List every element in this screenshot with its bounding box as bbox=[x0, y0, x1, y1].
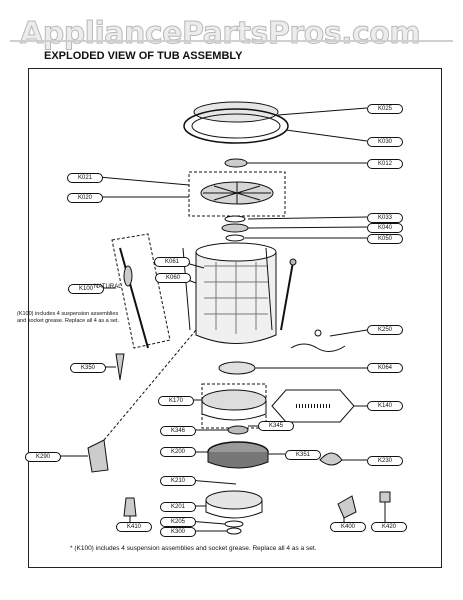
part-label-k030: K030 bbox=[367, 137, 403, 147]
part-label-k040: K040 bbox=[367, 223, 403, 233]
part-label-k230: K230 bbox=[367, 456, 403, 466]
side-note: (K100) includes 4 suspension assemblies … bbox=[17, 311, 120, 324]
part-label-k020: K020 bbox=[67, 193, 103, 203]
part-label-k140: K140 bbox=[367, 401, 403, 411]
part-label-k200: K200 bbox=[160, 447, 196, 457]
part-label-k170: K170 bbox=[158, 396, 194, 406]
part-label-k345: K345 bbox=[258, 421, 294, 431]
diagram-title: EXPLODED VIEW OF TUB ASSEMBLY bbox=[44, 50, 243, 62]
part-label-k250: K250 bbox=[367, 325, 403, 335]
natural-label: NATURAL bbox=[94, 284, 122, 290]
part-label-k205: K205 bbox=[160, 517, 196, 527]
part-label-k346: K346 bbox=[160, 426, 196, 436]
footer-note: * (K100) includes 4 suspension assemblie… bbox=[70, 545, 317, 552]
part-label-k420: K420 bbox=[371, 522, 407, 532]
watermark-rule bbox=[10, 40, 453, 42]
part-label-k410: K410 bbox=[116, 522, 152, 532]
part-label-k033: K033 bbox=[367, 213, 403, 223]
part-label-k025: K025 bbox=[367, 104, 403, 114]
part-label-k012: K012 bbox=[367, 159, 403, 169]
part-label-k021: K021 bbox=[67, 173, 103, 183]
part-label-k400: K400 bbox=[330, 522, 366, 532]
part-label-k201: K201 bbox=[160, 502, 196, 512]
part-label-k300: K300 bbox=[160, 527, 196, 537]
part-label-k061: K061 bbox=[154, 257, 190, 267]
watermark-logo: AppliancePartsPros.com bbox=[19, 16, 421, 52]
part-label-k290: K290 bbox=[25, 452, 61, 462]
part-label-k050: K050 bbox=[367, 234, 403, 244]
part-label-k351: K351 bbox=[285, 450, 321, 460]
part-label-k064: K064 bbox=[367, 363, 403, 373]
part-label-k350: K350 bbox=[70, 363, 106, 373]
part-label-k060: K060 bbox=[155, 273, 191, 283]
part-label-k210: K210 bbox=[160, 476, 196, 486]
part-label-k100: K100 bbox=[68, 284, 104, 294]
